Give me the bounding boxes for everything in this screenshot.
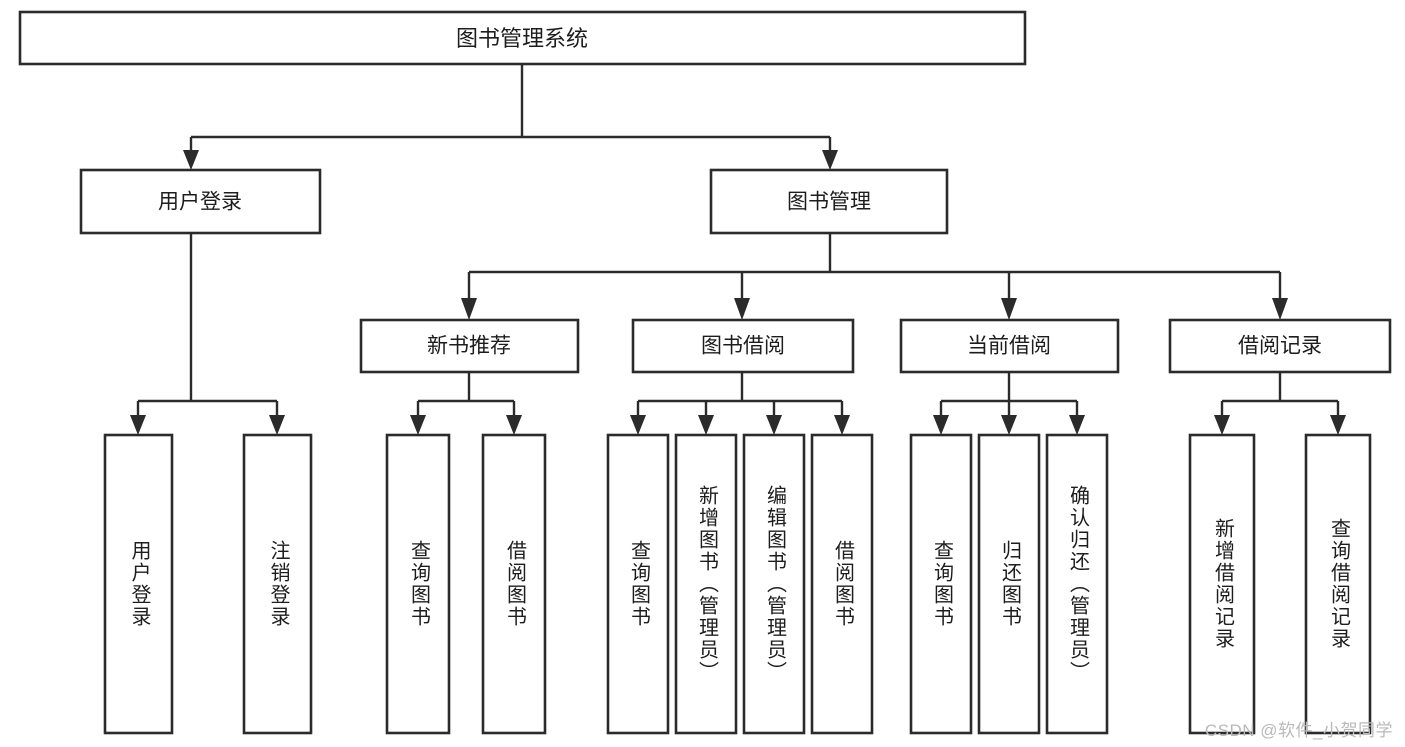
node-book-borrow-label: 图书借阅 [701,335,785,358]
arrow-book-borrow-leaf4-icon [834,415,850,435]
connector-group-current-borrow [933,372,1085,435]
connector-group-borrow-record [1214,372,1346,435]
node-current-borrow[interactable]: 当前借阅 [899,318,1120,374]
arrow-new-book-rec-leaf2-icon [506,415,522,435]
arrow-root-to-book-manage-icon [822,150,838,170]
arrow-current-borrow-leaf3-icon [1069,415,1085,435]
leaf-box-edit-book[interactable] [742,433,806,735]
leaf-box-query-book-1[interactable] [385,433,451,735]
leaf-box-confirm-return[interactable] [1045,433,1109,735]
arrow-book-borrow-leaf1-icon [630,415,646,435]
node-book-manage-box[interactable] [709,168,949,235]
node-book-manage[interactable]: 图书管理 [709,168,949,235]
node-user-login-box[interactable] [79,168,322,235]
arrow-borrow-record-leaf2-icon [1330,415,1346,435]
connector-group-user-login [130,233,285,435]
connector-group-book-manage [461,233,1288,320]
arrow-book-manage-c4-icon [1272,298,1288,320]
leaf-box-borrow-book-1[interactable] [481,433,547,735]
node-borrow-record-box[interactable] [1168,318,1392,374]
arrow-book-borrow-leaf2-icon [698,415,714,435]
leaf-box-query-record[interactable] [1304,433,1372,735]
leaf-box-borrow-book-2[interactable] [810,433,874,735]
node-borrow-record-label: 借阅记录 [1238,335,1322,358]
node-current-borrow-label: 当前借阅 [967,335,1051,358]
leaf-box-add-book[interactable] [674,433,738,735]
watermark-text: CSDN @软件_小贺同学 [1204,721,1393,740]
connector-group-book-borrow [630,372,850,435]
node-user-login[interactable]: 用户登录 [79,168,322,235]
node-new-book-rec[interactable]: 新书推荐 [359,318,580,374]
leaf-box-return-book[interactable] [977,433,1041,735]
connector-group-root [183,64,838,170]
node-root[interactable]: 图书管理系统 [18,10,1027,66]
arrow-user-login-leaf2-icon [269,415,285,435]
arrow-root-to-user-login-icon [183,150,199,170]
arrow-book-borrow-leaf3-icon [766,415,782,435]
leaf-box-query-book-2[interactable] [606,433,670,735]
leaf-box-query-book-3[interactable] [909,433,973,735]
connector-group-new-book-rec [410,372,522,435]
arrow-borrow-record-leaf1-icon [1214,415,1230,435]
leaf-box-user-login[interactable] [103,433,174,735]
node-book-borrow[interactable]: 图书借阅 [631,318,855,374]
node-new-book-rec-label: 新书推荐 [427,335,511,358]
leaf-box-add-record[interactable] [1188,433,1256,735]
node-new-book-rec-box[interactable] [359,318,580,374]
arrow-book-manage-c2-icon [734,298,750,320]
node-root-box[interactable] [18,10,1027,66]
arrow-new-book-rec-leaf1-icon [410,415,426,435]
node-borrow-record[interactable]: 借阅记录 [1168,318,1392,374]
leaf-box-user-logout[interactable] [242,433,313,735]
node-root-label: 图书管理系统 [456,26,588,51]
arrow-user-login-leaf1-icon [130,415,146,435]
node-book-borrow-box[interactable] [631,318,855,374]
arrow-book-manage-c3-icon [1001,298,1017,320]
arrow-current-borrow-leaf1-icon [933,415,949,435]
node-current-borrow-box[interactable] [899,318,1120,374]
node-user-login-label: 用户登录 [158,191,242,214]
arrow-current-borrow-leaf2-icon [1001,415,1017,435]
arrow-book-manage-c1-icon [461,298,477,320]
node-book-manage-label: 图书管理 [787,191,871,214]
